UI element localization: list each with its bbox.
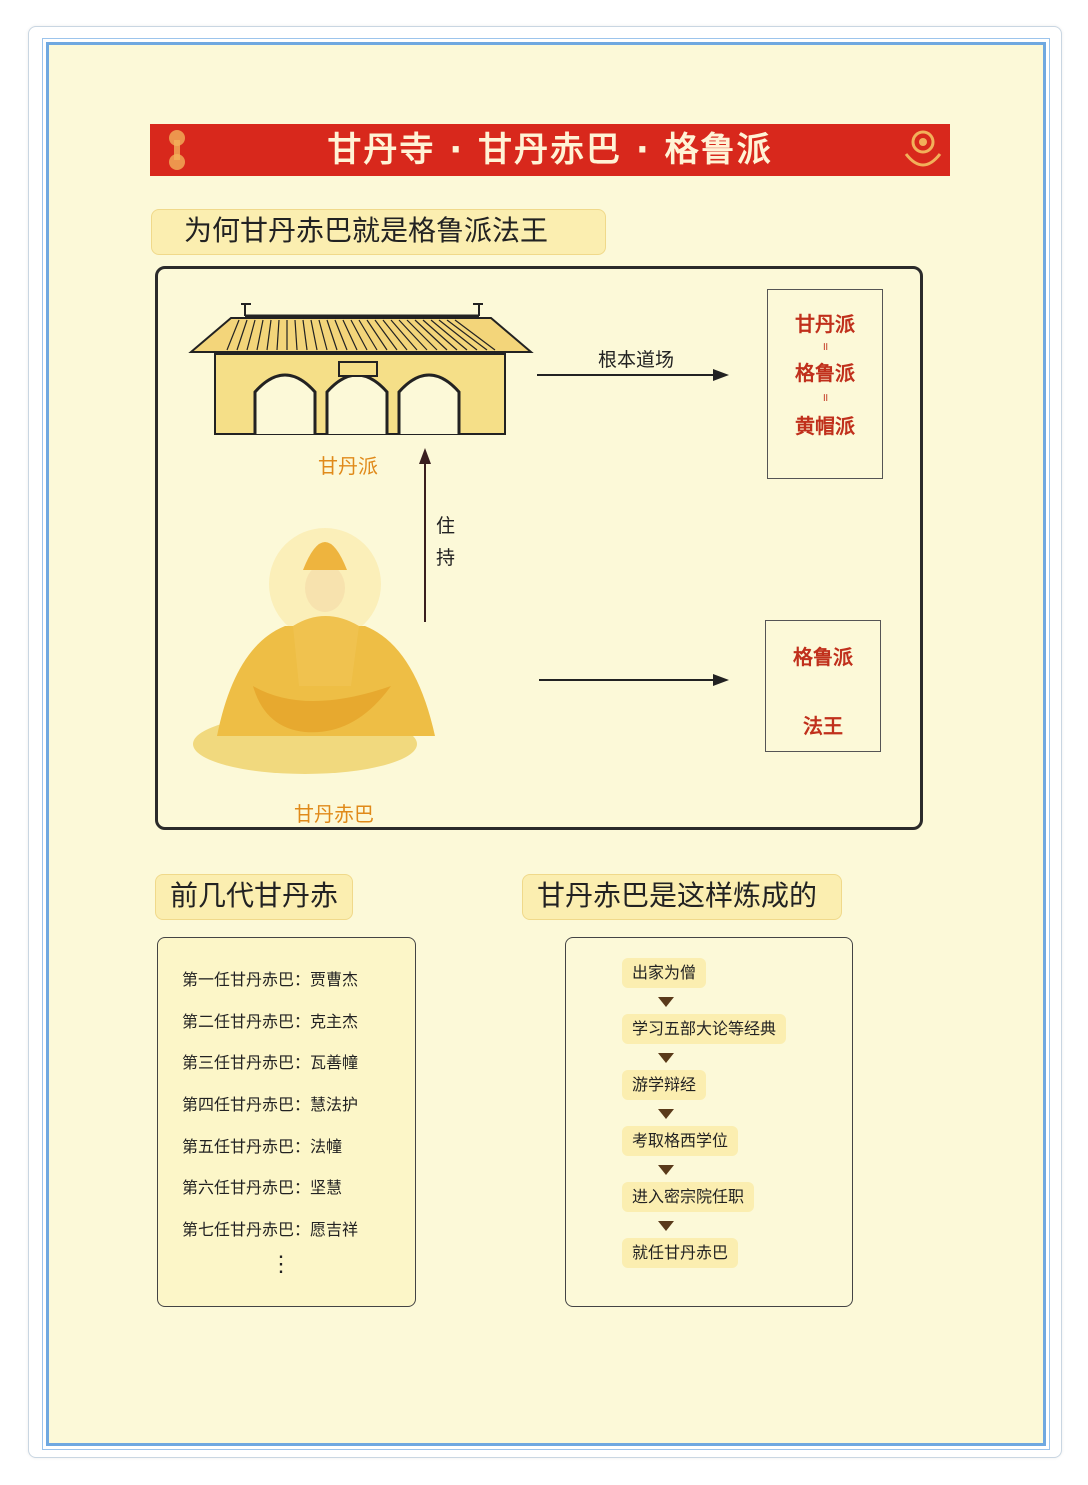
down-arrow-icon: [658, 997, 674, 1007]
down-arrow-icon: [658, 1165, 674, 1175]
list-item: 第三任甘丹赤巴：瓦善幢: [182, 1053, 359, 1072]
banner-title: 甘丹寺 · 甘丹赤巴 · 格鲁派: [327, 130, 773, 170]
list-item: 第六任甘丹赤巴：坚慧: [182, 1178, 343, 1197]
list-item: 第一任甘丹赤巴：贾曹杰: [182, 970, 359, 989]
monk-figure-icon: [193, 528, 435, 774]
temple-label: 甘丹派: [318, 454, 378, 478]
dharma-king-box: 格鲁派 法王: [765, 620, 881, 752]
flow-step: 出家为僧: [622, 958, 707, 988]
section-heading-process: 甘丹赤巴是这样炼成的: [522, 874, 842, 920]
abbot-label-2: 持: [436, 547, 456, 569]
flow-step: 游学辩经: [622, 1070, 707, 1100]
abbot-label-1: 住: [436, 515, 456, 537]
flow-step: 进入密宗院任职: [622, 1182, 755, 1212]
section-heading-why: 为何甘丹赤巴就是格鲁派法王: [151, 209, 606, 255]
diagram-box: 甘丹派 甘丹赤巴 根本道场 住 持 甘丹派 ॥ 格鲁派 ॥ 黄帽派 格鲁派 法王: [155, 266, 923, 830]
flow-step: 学习五部大论等经典: [622, 1014, 787, 1044]
school-names-box: 甘丹派 ॥ 格鲁派 ॥ 黄帽派: [767, 289, 883, 479]
list-item: 第五任甘丹赤巴：法幢: [182, 1137, 343, 1156]
arrow-to-root-temple: [537, 369, 729, 381]
vajra-ornament-icon: [169, 130, 185, 170]
abbot-list: 第一任甘丹赤巴：贾曹杰 第二任甘丹赤巴：克主杰 第三任甘丹赤巴：瓦善幢 第四任甘…: [157, 937, 416, 1307]
down-arrow-icon: [658, 1053, 674, 1063]
conch-ornament-icon: [904, 130, 942, 167]
list-item: 第四任甘丹赤巴：慧法护: [182, 1095, 359, 1114]
arrow-to-dharma-king: [539, 674, 729, 686]
flow-step: 考取格西学位: [622, 1126, 739, 1156]
arrow-up-abbot: [419, 448, 431, 622]
flow-step: 就任甘丹赤巴: [622, 1238, 739, 1268]
down-arrow-icon: [658, 1221, 674, 1231]
temple-icon: [188, 303, 534, 435]
down-arrow-icon: [658, 1109, 674, 1119]
temple-illustration: [188, 303, 729, 774]
monk-label: 甘丹赤巴: [294, 802, 374, 826]
title-banner: 甘丹寺 · 甘丹赤巴 · 格鲁派: [150, 124, 950, 176]
section-heading-previous: 前几代甘丹赤: [155, 874, 353, 920]
list-item: 第七任甘丹赤巴：愿吉祥: [182, 1220, 359, 1239]
list-item: 第二任甘丹赤巴：克主杰: [182, 1012, 359, 1031]
list-ellipsis: ⋮: [270, 1252, 292, 1277]
process-flow: 出家为僧 学习五部大论等经典 游学辩经 考取格西学位 进入密宗院任职 就任甘丹赤…: [565, 937, 853, 1307]
root-temple-label: 根本道场: [598, 349, 675, 371]
